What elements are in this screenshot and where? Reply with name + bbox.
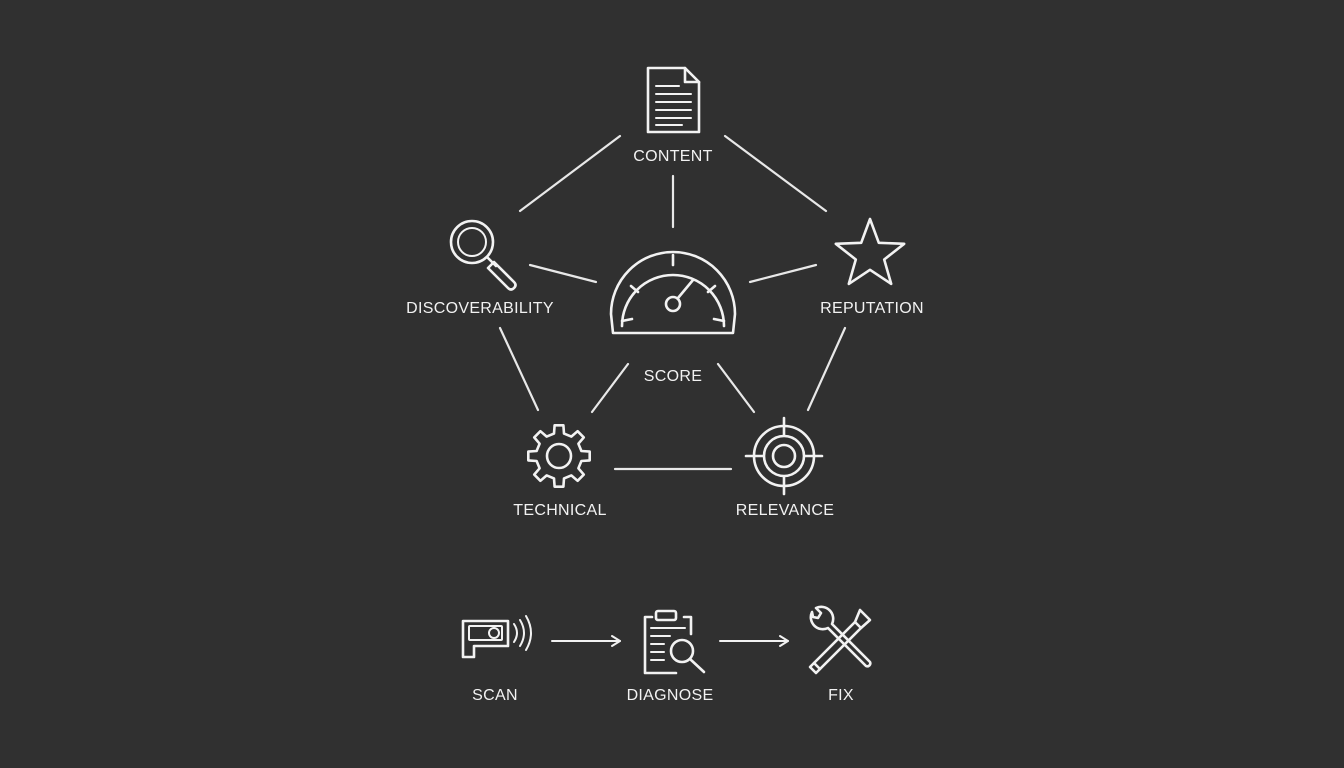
arrow-diagnose-fix [719,635,789,647]
reputation-label: REPUTATION [820,300,924,317]
diagnose-label: DIAGNOSE [626,687,714,704]
connector-lines [498,134,847,471]
line-reputation-relevance [806,326,847,412]
line-discoverability-score [528,263,598,284]
line-reputation-score [748,263,818,284]
gauge-icon [609,250,737,335]
line-score-technical [590,362,630,414]
score-label: SCORE [643,368,703,385]
line-discoverability-technical [498,326,540,412]
tools-icon [808,605,872,675]
target-icon [744,416,824,496]
arrow-scan-diagnose [551,635,621,647]
document-icon [646,66,701,134]
magnifier-icon [449,219,517,291]
technical-label: TECHNICAL [513,502,607,519]
relevance-label: RELEVANCE [735,502,835,519]
fix-label: FIX [828,687,854,704]
star-icon [834,217,906,286]
clipboard-search-icon [643,609,706,675]
gear-icon [527,424,591,488]
discoverability-label: DISCOVERABILITY [406,300,554,317]
line-content-reputation [723,134,828,213]
process-arrows [551,635,789,647]
line-score-relevance [716,362,756,414]
content-label: CONTENT [633,148,713,165]
scan-label: SCAN [472,687,518,704]
scanner-icon [461,615,532,659]
line-content-discoverability [518,134,622,213]
